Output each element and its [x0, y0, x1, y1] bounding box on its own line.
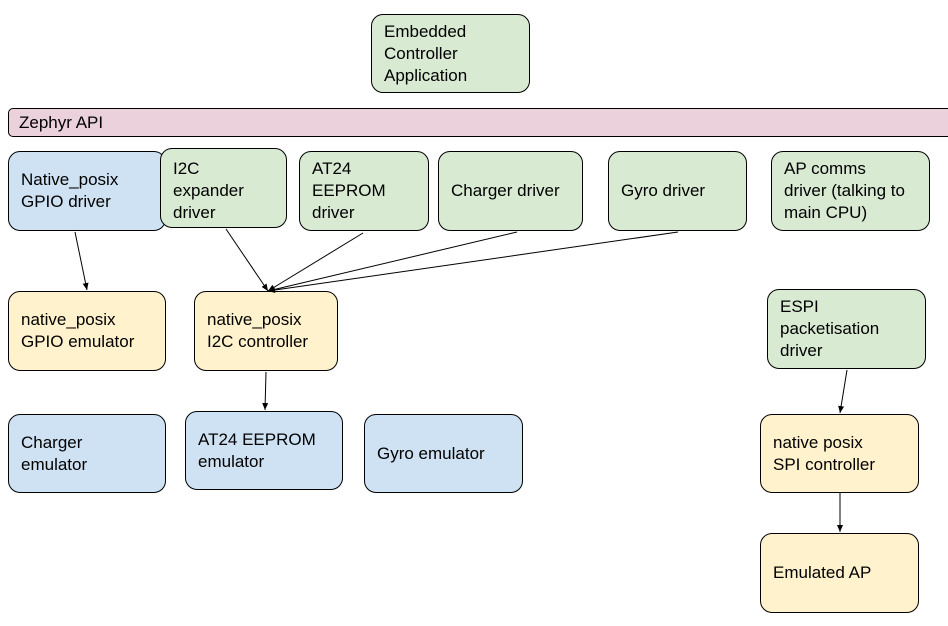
arrow-espi-to-spi — [838, 369, 848, 414]
gpio-emulator: native_posix GPIO emulator — [8, 291, 166, 371]
gyro-emulator: Gyro emulator — [364, 414, 523, 493]
arrow-gpio-driver-to-emulator — [74, 231, 89, 291]
emulated-ap: Emulated AP — [760, 533, 919, 613]
charger-emulator: Charger emulator — [8, 414, 166, 493]
ap-comms-driver: AP comms driver (talking to main CPU) — [771, 151, 930, 231]
espi-packetisation-driver: ESPI packetisation driver — [767, 289, 926, 369]
spi-controller: native posix SPI controller — [760, 414, 919, 493]
at24-eeprom-driver: AT24 EEPROM driver — [299, 151, 429, 231]
gpio-driver: Native_posix GPIO driver — [8, 151, 166, 231]
embedded-controller-application: Embedded Controller Application — [371, 14, 530, 93]
arrow-i2c-expander-to-controller — [225, 228, 269, 292]
i2c-expander-driver: I2C expander driver — [160, 148, 287, 228]
at24-eeprom-emulator: AT24 EEPROM emulator — [185, 411, 343, 490]
zephyr-api-bar: Zephyr API — [8, 108, 948, 137]
arrow-at24-to-controller — [267, 232, 364, 292]
arrow-gyro-to-controller — [267, 231, 679, 293]
gyro-driver: Gyro driver — [608, 151, 747, 231]
arrow-charger-to-controller — [267, 231, 518, 293]
charger-driver: Charger driver — [438, 151, 583, 231]
i2c-controller: native_posix I2C controller — [194, 291, 338, 371]
arrow-controller-to-at24-emulator — [262, 371, 269, 411]
